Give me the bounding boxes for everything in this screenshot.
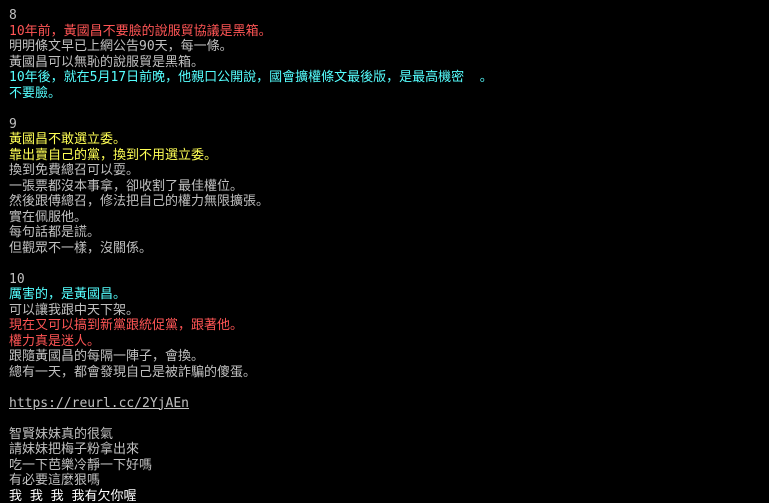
article-line: 換到免費總召可以耍。 bbox=[9, 163, 140, 178]
reply-line: 有必要這麼狠嗎 bbox=[9, 473, 101, 488]
section-number: 8 bbox=[9, 8, 17, 23]
article-line: 一張票都沒本事拿，卻收割了最佳權位。 bbox=[9, 178, 244, 194]
article-line: 但觀眾不一樣，沒關係。 bbox=[9, 240, 153, 256]
article-line: 黃國昌可以無恥的說服貿是黑箱。 bbox=[9, 54, 205, 70]
article-line: 靠出賣自己的黨，換到不用選立委。 bbox=[9, 147, 218, 163]
blank-line bbox=[9, 411, 769, 427]
article-line: 然後跟傅總召，修法把自己的權力無限擴張。 bbox=[9, 194, 270, 209]
blank-line bbox=[9, 101, 769, 117]
reply-line: 吃一下芭樂冷靜一下好嗎 bbox=[9, 457, 153, 473]
article-line: 跟隨黃國昌的每隔一陣子，會換。 bbox=[9, 349, 205, 364]
article-line: 10年後，就在5月17日前晚，他親口公開說，國會擴權條文最後版，是最高機密 。 bbox=[9, 70, 493, 85]
reply-line: 請妹妹把梅子粉拿出來 bbox=[9, 442, 140, 457]
article-line: 實在佩服他。 bbox=[9, 209, 88, 225]
article-line: 厲害的，是黃國昌。 bbox=[9, 287, 127, 302]
article-line: 黃國昌不敢選立委。 bbox=[9, 132, 127, 147]
article-line: 可以讓我跟中天下架。 bbox=[9, 302, 140, 318]
section-number: 10 bbox=[9, 271, 25, 287]
article-line: 明明條文早已上網公告90天，每一條。 bbox=[9, 39, 233, 54]
blank-line bbox=[9, 380, 769, 396]
reply-line: 我 我 我 我有欠你喔 bbox=[9, 488, 137, 503]
article-line: 總有一天，都會發現自己是被詐騙的傻蛋。 bbox=[9, 364, 257, 380]
article-line: 不要臉。 bbox=[9, 85, 62, 101]
article-line: 10年前，黃國昌不要臉的說服貿協議是黑箱。 bbox=[9, 23, 272, 39]
article-line: 每句話都是謊。 bbox=[9, 225, 101, 240]
blank-line bbox=[9, 256, 769, 272]
reply-line: 智賢妹妹真的很氣 bbox=[9, 426, 114, 442]
section-number: 9 bbox=[9, 116, 17, 132]
article-line: 現在又可以搞到新黨跟統促黨，跟著他。 bbox=[9, 318, 244, 333]
source-link[interactable]: https://reurl.cc/2YjAEn bbox=[9, 395, 190, 411]
article-line: 權力真是迷人。 bbox=[9, 333, 101, 349]
